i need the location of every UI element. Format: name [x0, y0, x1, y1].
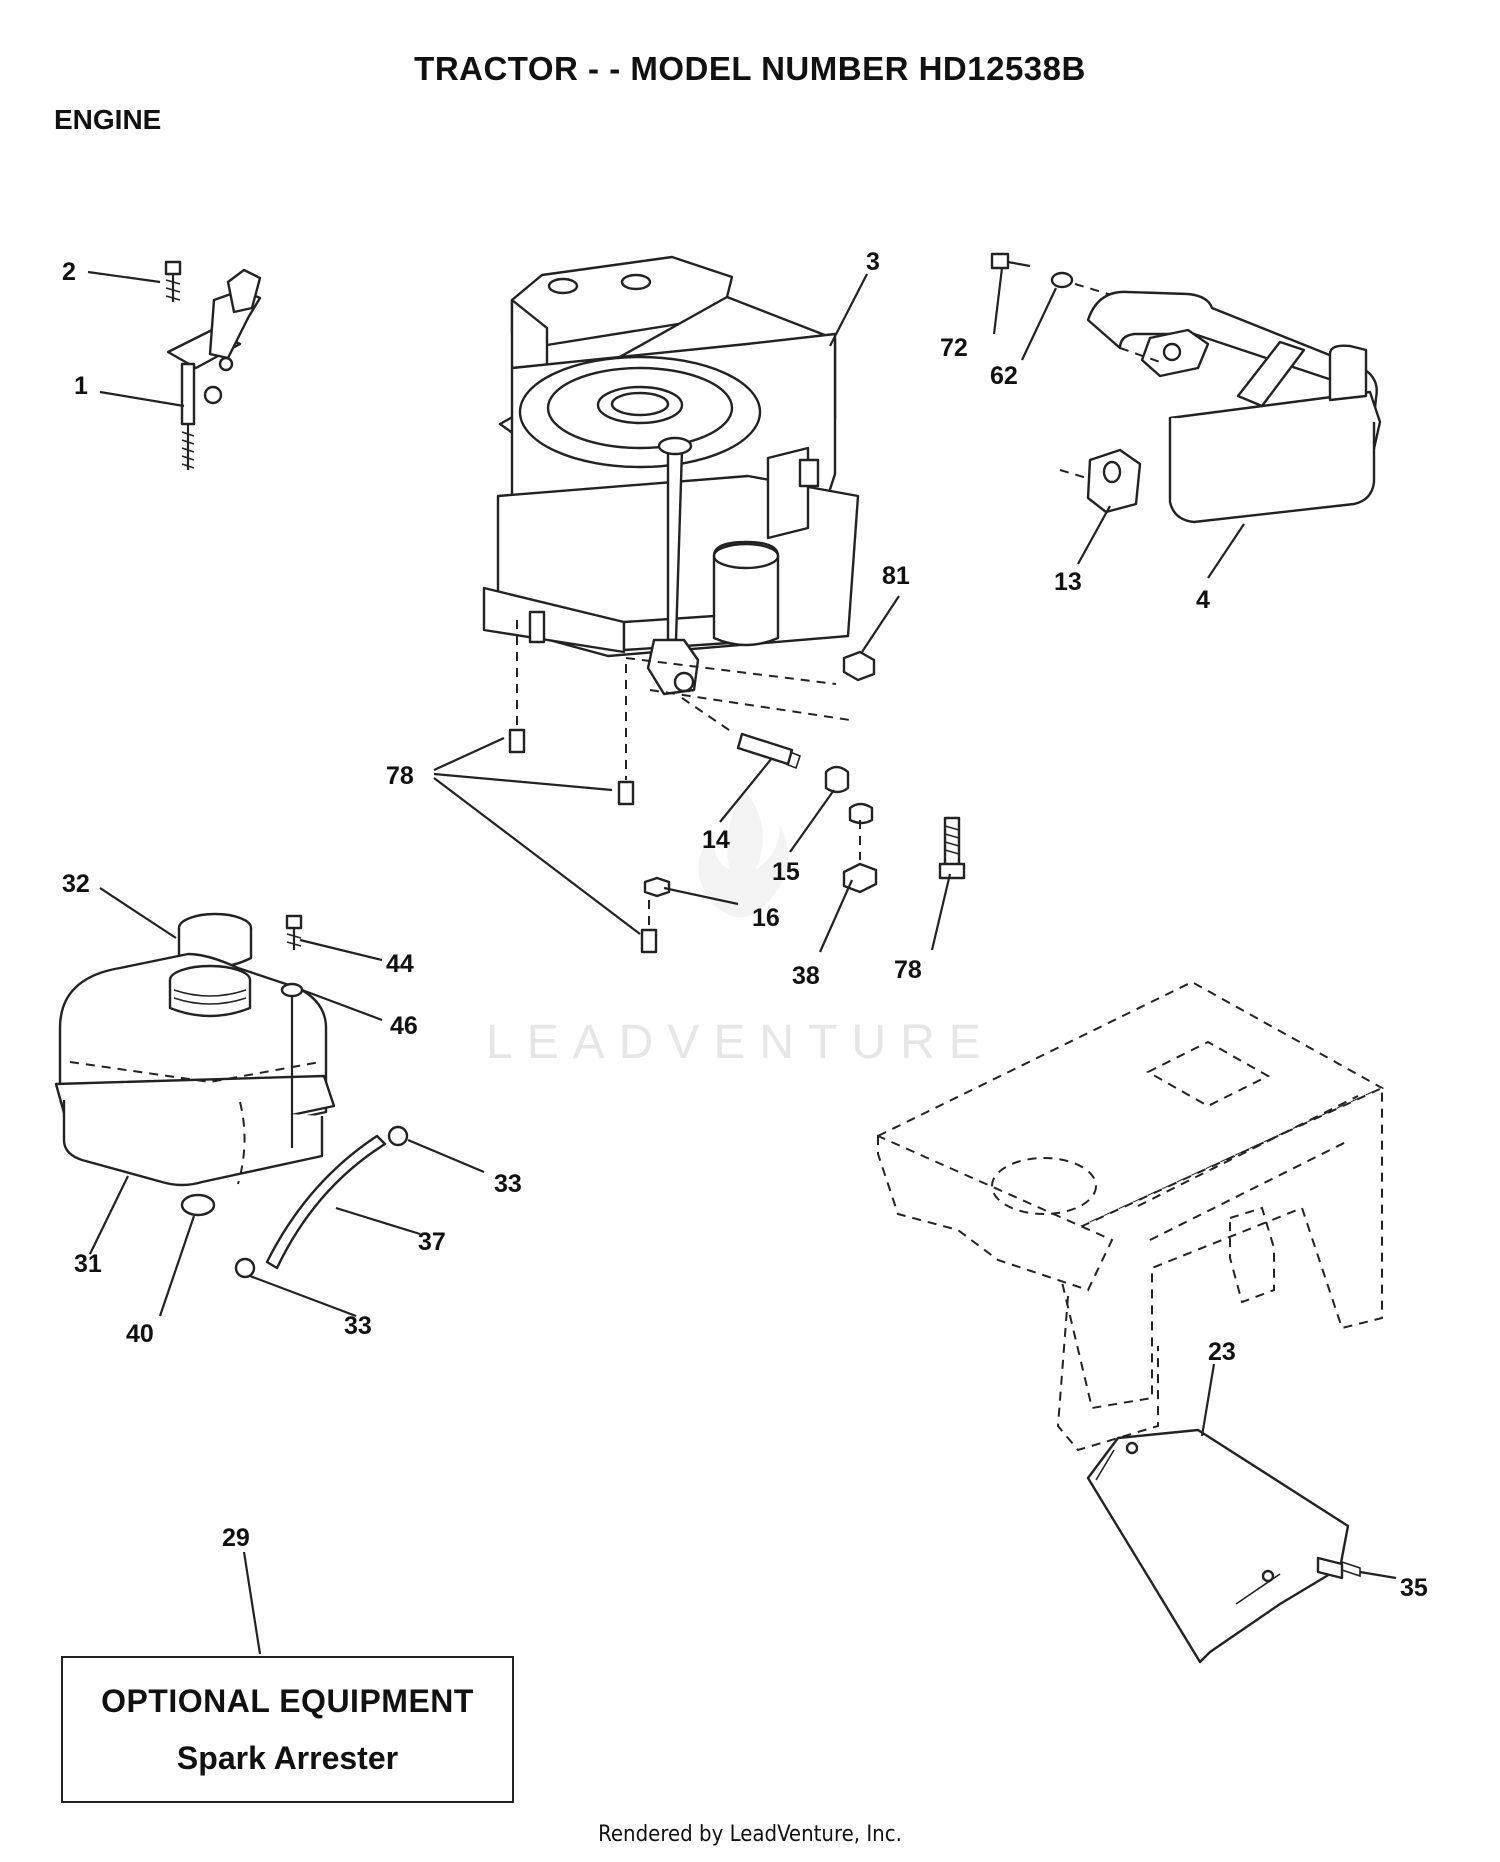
page-title: TRACTOR - - MODEL NUMBER HD12538B [414, 50, 1086, 87]
nut-81 [842, 650, 876, 682]
callout-1: 1 [74, 372, 88, 400]
optional-equipment-heading: OPTIONAL EQUIPMENT [101, 1683, 474, 1719]
callout-62: 62 [990, 362, 1018, 390]
callout-32: 32 [62, 870, 90, 898]
bolts-78 [508, 620, 966, 954]
callout-37: 37 [418, 1228, 446, 1256]
screw-35 [1316, 1556, 1344, 1580]
callout-40: 40 [126, 1320, 154, 1348]
watermark-logo [698, 790, 788, 918]
callout-23: 23 [1208, 1338, 1236, 1366]
callout-81: 81 [882, 562, 910, 590]
callout-13: 13 [1054, 568, 1082, 596]
section-heading: ENGINE [54, 104, 162, 135]
callout-78-lower: 78 [894, 956, 922, 984]
clamp-33-upper [387, 1125, 409, 1147]
nut-38 [842, 862, 878, 894]
fuel-tank-assembly [54, 912, 409, 1279]
callout-31: 31 [74, 1250, 102, 1278]
callout-46: 46 [390, 1012, 418, 1040]
leader-lines [87, 267, 1397, 1655]
clamp-33-lower [234, 1257, 256, 1279]
optional-equipment-item: Spark Arrester [176, 1740, 399, 1776]
throttle-control-assembly [164, 260, 262, 470]
engine-3 [482, 255, 860, 696]
callout-35: 35 [1400, 1574, 1428, 1602]
fuel-line-37 [265, 1134, 387, 1270]
callout-2: 2 [62, 258, 76, 286]
callout-44: 44 [386, 950, 414, 978]
callout-16: 16 [752, 904, 780, 932]
callout-72: 72 [940, 334, 968, 362]
optional-equipment-box: OPTIONAL EQUIPMENT Spark Arrester [61, 1656, 514, 1803]
fitting-14 [736, 732, 794, 766]
render-credit: Rendered by LeadVenture, Inc. [598, 1822, 902, 1847]
callout-3: 3 [866, 248, 880, 276]
callout-33-upper: 33 [494, 1170, 522, 1198]
bolt-72 [990, 252, 1010, 270]
heat-shield-23 [1086, 1428, 1361, 1664]
callout-labels: 2 1 3 72 62 13 4 81 78 14 15 16 38 78 32… [62, 248, 1428, 1602]
screw-2-head [164, 260, 182, 276]
callout-14: 14 [702, 826, 730, 854]
callout-4: 4 [1196, 586, 1210, 614]
watermark-text: LEADVENTURE [486, 1016, 995, 1069]
callout-15: 15 [772, 858, 800, 886]
tractor-frame-outline [875, 980, 1385, 1452]
muffler-assembly [990, 252, 1382, 524]
grommet-40 [180, 1193, 216, 1217]
callout-38: 38 [792, 962, 820, 990]
callout-29: 29 [222, 1524, 250, 1552]
washer-62 [1050, 271, 1074, 289]
callout-33-lower: 33 [344, 1312, 372, 1340]
elbow-15 [824, 765, 850, 794]
callout-78-upper: 78 [386, 762, 414, 790]
